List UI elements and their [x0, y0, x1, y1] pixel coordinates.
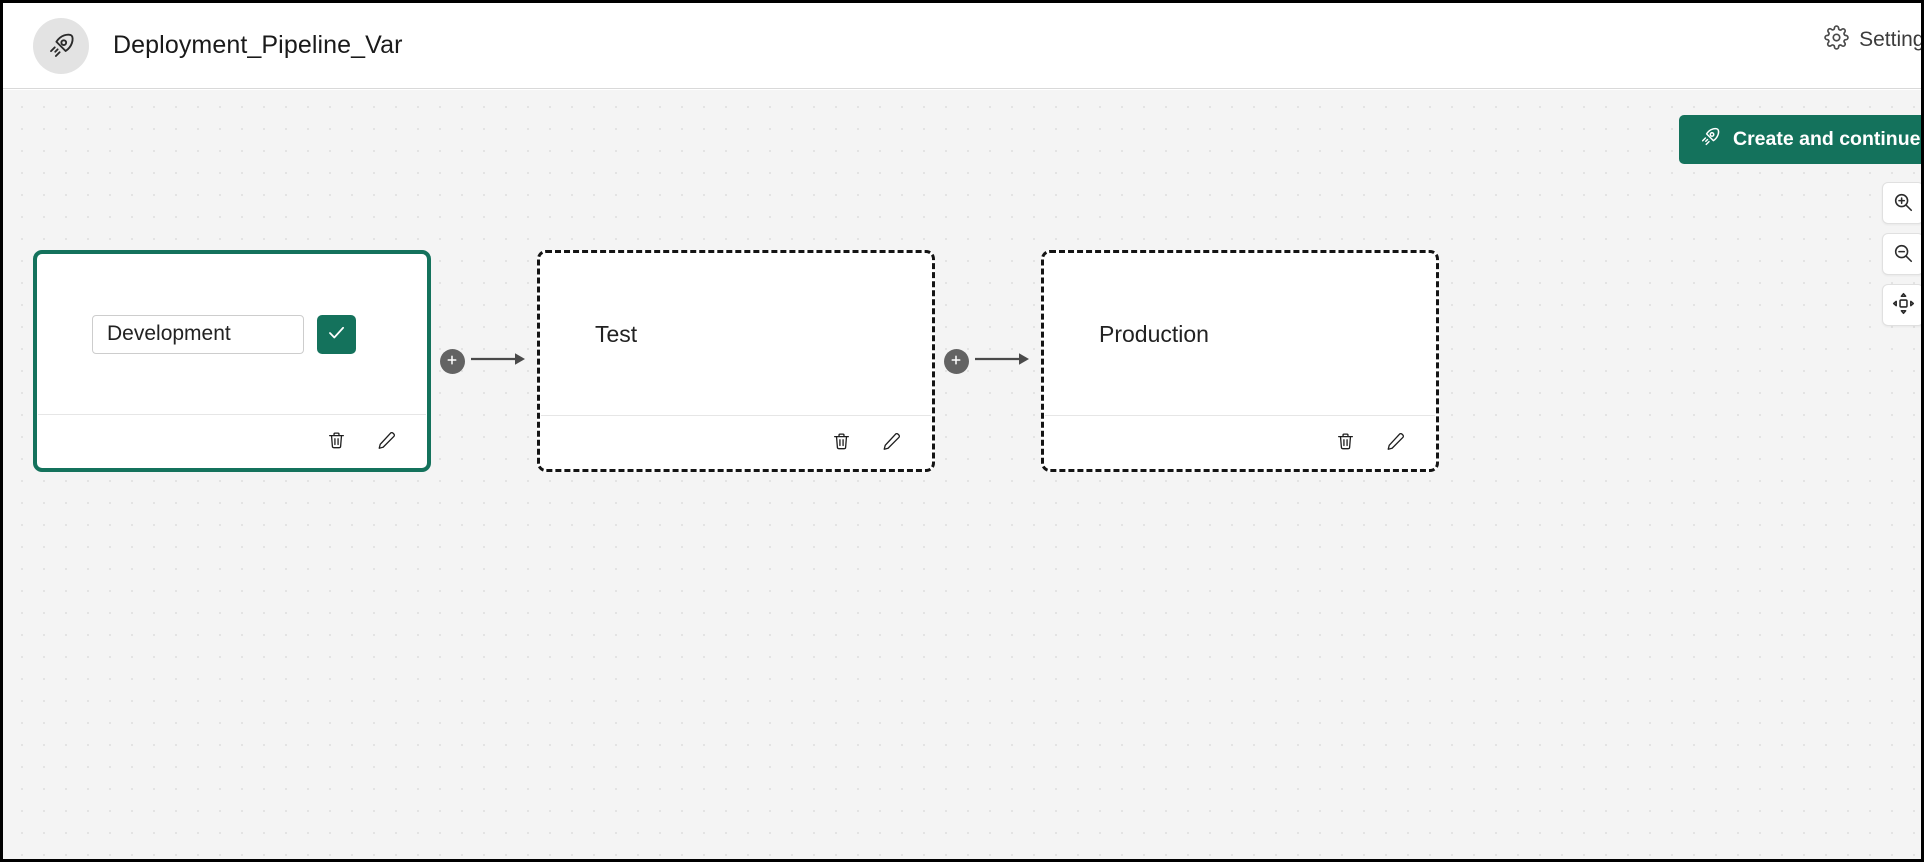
stage-card-production[interactable]: Production	[1041, 250, 1439, 472]
trash-icon	[326, 430, 347, 454]
edit-stage-button[interactable]	[372, 428, 400, 456]
add-stage-button[interactable]	[439, 348, 465, 374]
pipeline-flow: Test	[33, 250, 1439, 472]
trash-icon	[1335, 431, 1356, 455]
stage-body	[37, 254, 427, 414]
magnifier-minus-icon	[1892, 242, 1914, 267]
stage-footer	[540, 416, 932, 469]
stage-name-input[interactable]	[92, 314, 304, 354]
connector-2	[935, 250, 1041, 472]
stage-divider	[1045, 415, 1435, 416]
settings-label: Settings	[1859, 28, 1924, 51]
fit-view-button[interactable]	[1882, 284, 1921, 326]
confirm-stage-name-button[interactable]	[317, 314, 356, 354]
pencil-icon	[881, 431, 902, 455]
page-title: Deployment_Pipeline_Var	[113, 31, 403, 59]
pencil-icon	[1385, 431, 1406, 455]
header-left-group: Deployment_Pipeline_Var	[3, 17, 403, 74]
plus-icon	[949, 353, 963, 370]
canvas-controls	[1882, 182, 1921, 326]
rocket-icon	[1699, 126, 1721, 154]
delete-stage-button[interactable]	[827, 429, 855, 457]
connector-1	[431, 250, 537, 472]
create-and-continue-label: Create and continue	[1733, 128, 1921, 150]
trash-icon	[831, 431, 852, 455]
stage-footer	[1044, 416, 1436, 469]
add-stage-button[interactable]	[943, 348, 969, 374]
stage-footer	[37, 415, 427, 468]
plus-icon	[445, 353, 459, 370]
magnifier-plus-icon	[1892, 191, 1914, 216]
stage-title: Production	[1099, 320, 1209, 347]
stage-card-development[interactable]	[33, 250, 431, 472]
rocket-icon	[33, 17, 89, 74]
zoom-out-button[interactable]	[1882, 233, 1921, 275]
edit-stage-button[interactable]	[877, 429, 905, 457]
gear-icon	[1824, 25, 1849, 55]
fit-to-screen-icon	[1892, 292, 1915, 318]
check-icon	[326, 322, 347, 346]
stage-title: Test	[595, 320, 638, 347]
delete-stage-button[interactable]	[1331, 429, 1359, 457]
create-and-continue-button[interactable]: Create and continue	[1679, 115, 1921, 164]
stage-body: Test	[540, 253, 932, 415]
settings-button[interactable]: Settings	[1824, 25, 1924, 55]
pipeline-canvas[interactable]: Create and continue	[3, 90, 1921, 859]
zoom-in-button[interactable]	[1882, 182, 1921, 224]
delete-stage-button[interactable]	[322, 428, 350, 456]
stage-name-edit-row	[92, 314, 356, 354]
stage-card-test[interactable]: Test	[537, 250, 935, 472]
stage-divider	[38, 414, 426, 415]
arrow-right-icon	[974, 351, 1033, 372]
app-header: Deployment_Pipeline_Var Settings	[3, 3, 1921, 89]
stage-body: Production	[1044, 253, 1436, 415]
pencil-icon	[376, 430, 397, 454]
stage-divider	[541, 415, 931, 416]
edit-stage-button[interactable]	[1381, 429, 1409, 457]
arrow-right-icon	[470, 351, 529, 372]
